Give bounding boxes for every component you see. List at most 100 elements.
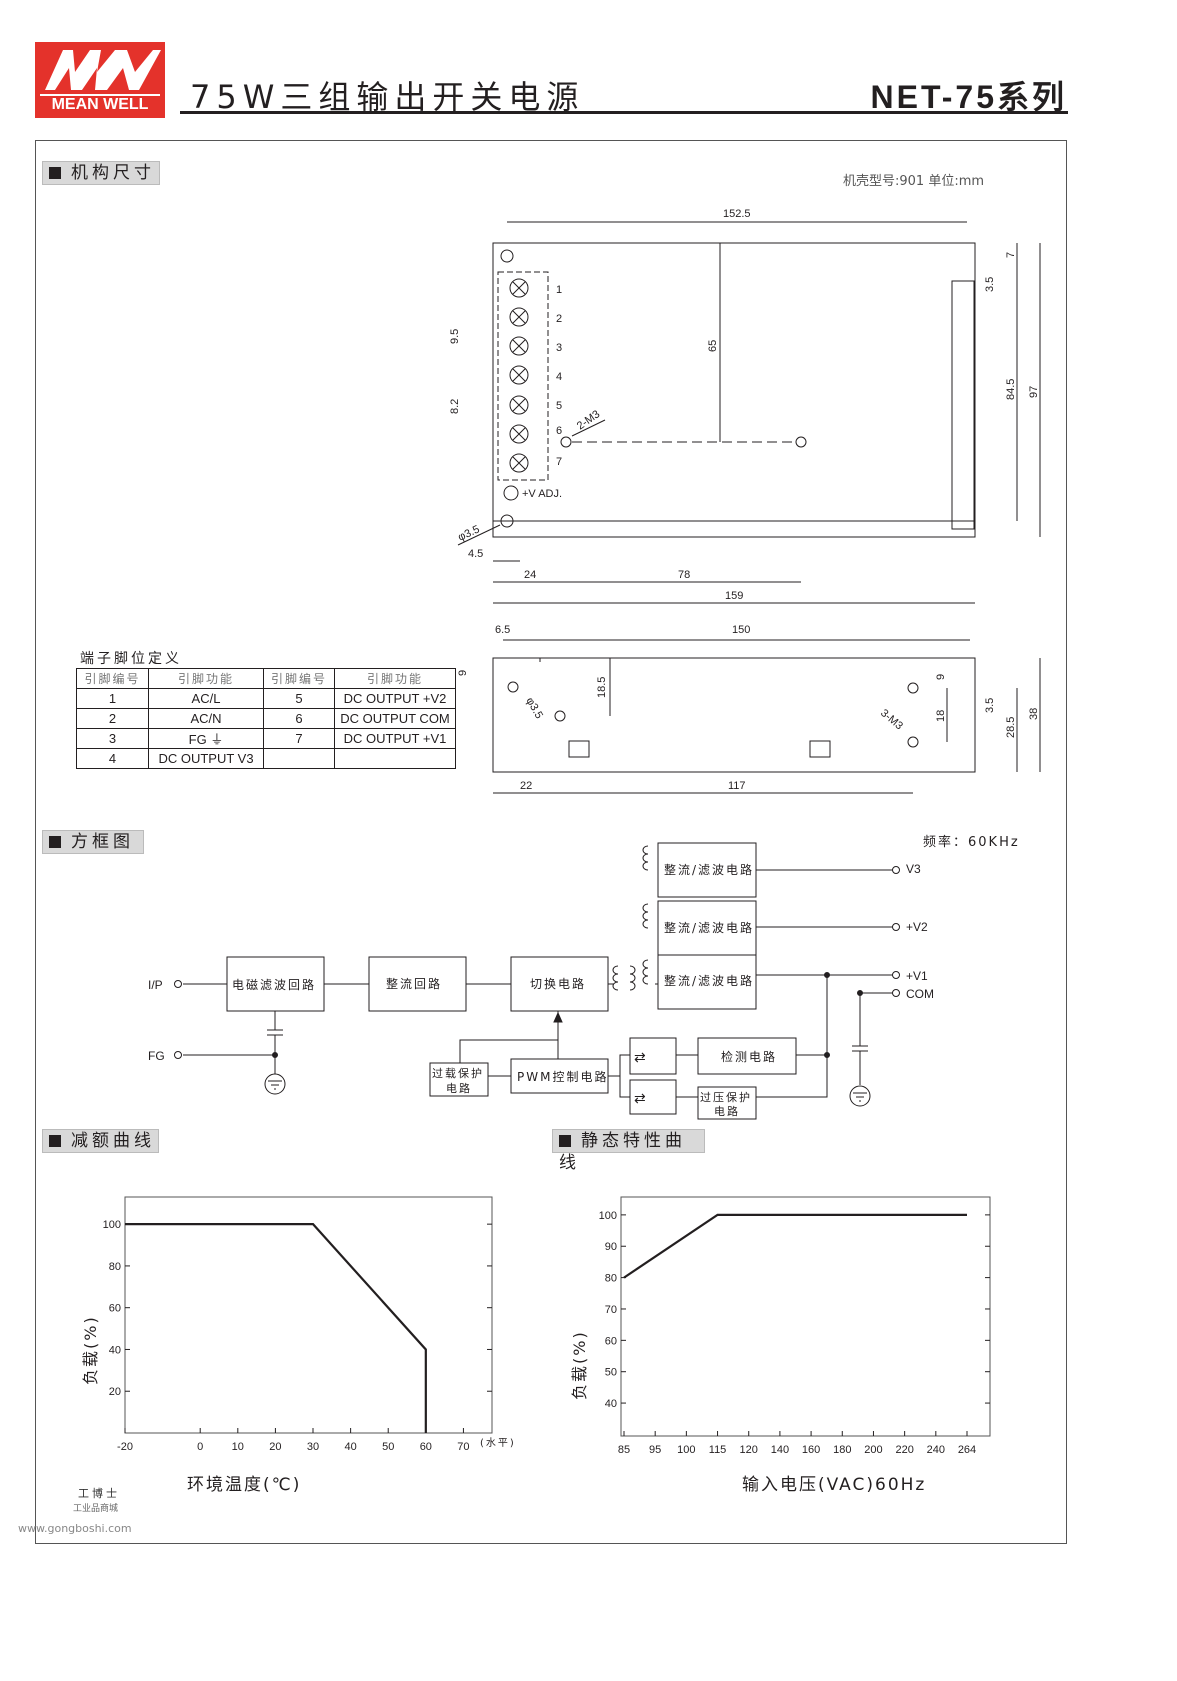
y-tick-label: 80 <box>109 1261 121 1273</box>
terminal-ip <box>174 980 182 988</box>
input-label: FG <box>148 1049 165 1063</box>
dim-label: 152.5 <box>723 208 751 220</box>
terminal-com <box>892 989 900 997</box>
wiring <box>183 869 893 1098</box>
input-label: I/P <box>148 978 163 992</box>
y-tick-label: 50 <box>605 1367 617 1379</box>
pin-number: 1 <box>556 284 562 296</box>
x-tick-label: 100 <box>677 1444 695 1456</box>
header-cell: 引脚功能 <box>148 668 264 689</box>
x-tick-label: 160 <box>802 1444 820 1456</box>
dim-label: 159 <box>725 590 743 602</box>
pin-number: 2 <box>556 313 562 325</box>
ground-icon <box>264 1073 286 1095</box>
x-tick-label: 95 <box>649 1444 661 1456</box>
dim-label: 150 <box>732 624 750 636</box>
x-tick-label: -20 <box>117 1441 133 1453</box>
dim-label: 84.5 <box>1005 379 1017 400</box>
y-tick-label: 60 <box>109 1303 121 1315</box>
y-tick-label: 100 <box>103 1219 121 1231</box>
junction <box>857 990 863 996</box>
mw-logo-mark <box>45 50 161 90</box>
block-label: 过载保护 <box>432 1066 484 1080</box>
screw-cross <box>512 339 526 353</box>
block-label: 电路 <box>446 1082 472 1095</box>
x-tick-label: 220 <box>895 1444 913 1456</box>
terminal-v3 <box>892 866 900 874</box>
dim-label: 9 <box>457 670 469 676</box>
output-filter-block-v1 <box>657 954 757 1010</box>
olp-block <box>429 1062 489 1097</box>
x-tick-label: 120 <box>740 1444 758 1456</box>
optocoupler-icon: ⇄ <box>634 1049 646 1065</box>
vent-slot <box>809 740 831 758</box>
x-tick-label: 30 <box>307 1441 319 1453</box>
dim-label: 97 <box>1028 386 1040 398</box>
screw-cross <box>512 281 526 295</box>
x-tick-label: 50 <box>382 1441 394 1453</box>
frequency-label: 频率：60KHz <box>923 834 1020 850</box>
x-axis-label: 环境温度(℃) <box>187 1475 301 1495</box>
x-axis-label: 输入电压(VAC)60Hz <box>742 1475 926 1495</box>
screw-cross <box>512 427 526 441</box>
mount-hole <box>500 249 514 263</box>
terminal-v2 <box>892 923 900 931</box>
block-label: 检测电路 <box>721 1049 777 1064</box>
series-line <box>623 1213 967 1279</box>
y-axis-label: 负载(%) <box>81 1315 100 1385</box>
screw-cross <box>512 368 526 382</box>
dim-label: 38 <box>1028 708 1040 720</box>
terminal-v1 <box>892 971 900 979</box>
junction <box>824 972 830 978</box>
content-frame <box>35 140 1067 1544</box>
optocoupler-icon: ⇄ <box>634 1090 646 1106</box>
dim-label: 3.5 <box>984 698 996 713</box>
cell: 4 <box>76 748 149 769</box>
x-tick-label: 200 <box>864 1444 882 1456</box>
pin-table-title: 端子脚位定义 <box>80 651 182 667</box>
block-label: 切换电路 <box>530 976 586 991</box>
y-tick-label: 40 <box>109 1344 121 1356</box>
x-axis-unit: (水平) <box>480 1437 516 1449</box>
section-block-diagram: 方框图 <box>42 830 144 854</box>
junction <box>272 1052 278 1058</box>
coil <box>642 903 649 929</box>
series-name: NET-75系列 <box>870 79 1067 115</box>
dim-label: 117 <box>728 780 746 792</box>
x-tick-label: 60 <box>420 1441 432 1453</box>
coil <box>642 959 649 985</box>
x-tick-label: 70 <box>457 1441 469 1453</box>
coil <box>642 845 649 871</box>
ground-icon <box>849 1085 871 1107</box>
block-label: 电磁滤波回路 <box>232 977 316 992</box>
m3-hole <box>554 710 566 722</box>
terminal-screws <box>509 278 529 473</box>
junction <box>824 1052 830 1058</box>
transformer-coils-icon <box>612 845 649 991</box>
section-title: 减额曲线 <box>71 1131 155 1151</box>
pin-number: 7 <box>556 456 562 468</box>
x-tick-label: 180 <box>833 1444 851 1456</box>
section-title: 机构尺寸 <box>71 163 155 183</box>
side-rail <box>951 280 975 530</box>
block-label: 过压保护 <box>700 1090 752 1104</box>
adj-label: +V ADJ. <box>522 488 562 500</box>
mean-well-logo: MEAN WELL <box>35 42 165 118</box>
screw-cross <box>512 456 526 470</box>
section-mechanical: 机构尺寸 <box>42 161 160 185</box>
m3-hole <box>560 436 572 448</box>
m3-hole <box>907 736 919 748</box>
x-tick-label: 20 <box>269 1441 281 1453</box>
terminal-fg <box>174 1051 182 1059</box>
x-tick-label: 40 <box>344 1441 356 1453</box>
vent-slot <box>568 740 590 758</box>
case-info: 机壳型号:901 单位:mm <box>843 174 985 189</box>
screw-cross <box>512 398 526 412</box>
table-header-row: 引脚编号 引脚功能 引脚编号 引脚功能 <box>76 668 456 689</box>
case-outline <box>492 242 976 538</box>
